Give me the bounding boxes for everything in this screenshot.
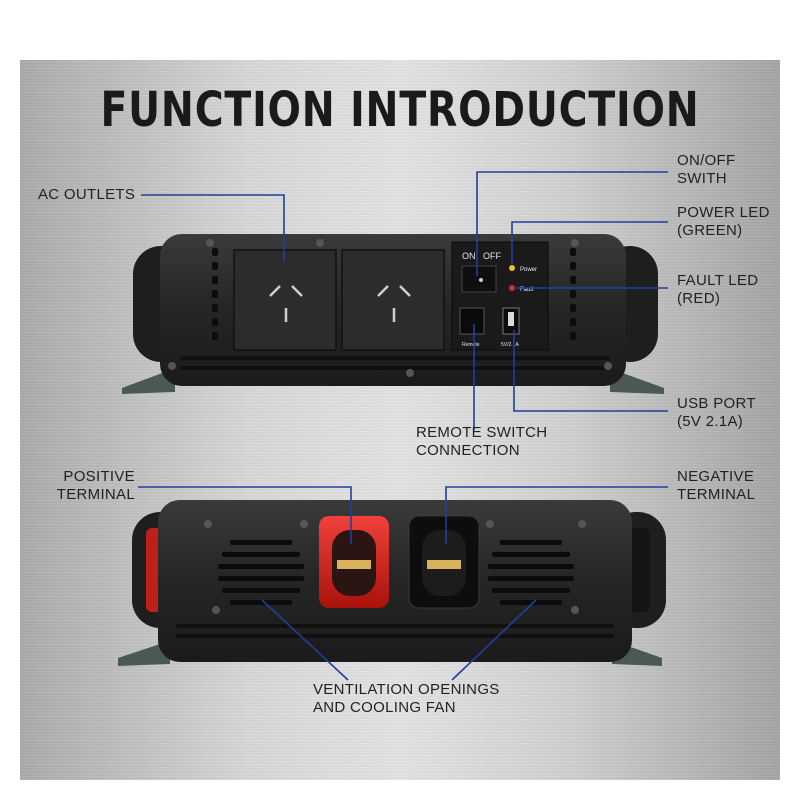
negative-terminal	[408, 515, 480, 609]
callout-remote-switch: REMOTE SWITCH CONNECTION	[416, 424, 548, 459]
positive-terminal	[319, 516, 389, 608]
power-led-line	[511, 221, 668, 264]
right-fan-grill	[488, 540, 574, 605]
ac-outlet-1	[233, 249, 337, 351]
front-screws	[168, 239, 612, 377]
ac-outlet-2	[341, 249, 445, 351]
usb-line	[513, 330, 668, 412]
power-switch	[461, 265, 497, 293]
page-title: FUNCTION INTRODUCTION	[100, 82, 700, 138]
callout-positive-terminal: POSITIVE TERMINAL	[56, 468, 135, 503]
negative-line	[445, 486, 668, 544]
callout-lines	[138, 171, 668, 681]
fault-led-label: Fault	[520, 287, 534, 293]
left-fan-grill	[218, 540, 304, 605]
vent-line-left	[261, 599, 349, 681]
ac-outlets-line	[141, 194, 285, 262]
remote-port-label: Remote	[462, 342, 480, 348]
inverter-front-view	[122, 234, 664, 394]
usb-port-label: 5V/2.1A	[501, 342, 519, 348]
callout-ac-outlets: AC OUTLETS	[38, 186, 136, 203]
rear-left-foot	[118, 644, 170, 666]
callout-usb-port: USB PORT (5V 2.1A)	[677, 395, 756, 430]
power-led	[509, 265, 515, 271]
callout-negative-terminal: NEGATIVE TERMINAL	[677, 468, 756, 503]
rear-bottom-vents	[176, 624, 614, 638]
callout-fault-led: FAULT LED (RED)	[677, 272, 759, 307]
switch-on-label: ON	[462, 251, 476, 261]
bottom-vents	[180, 356, 610, 370]
switch-line	[476, 171, 668, 276]
callout-power-led: POWER LED (GREEN)	[677, 204, 770, 239]
fault-led	[509, 285, 515, 291]
right-mounting-foot	[610, 372, 664, 394]
power-led-label: Power	[520, 267, 537, 273]
vent-line-right	[451, 599, 537, 681]
left-mounting-foot	[122, 372, 175, 394]
switch-off-label: OFF	[483, 251, 501, 261]
right-side-vents	[570, 248, 576, 340]
callout-ventilation: VENTILATION OPENINGS AND COOLING FAN	[313, 681, 500, 716]
remote-port	[459, 307, 485, 335]
switch-indicator	[479, 278, 483, 282]
left-side-vents	[212, 248, 218, 340]
positive-line	[138, 486, 352, 544]
inverter-rear-view	[118, 500, 666, 666]
callout-onoff-switch: ON/OFF SWITH	[677, 152, 736, 187]
rear-screws	[204, 520, 586, 614]
